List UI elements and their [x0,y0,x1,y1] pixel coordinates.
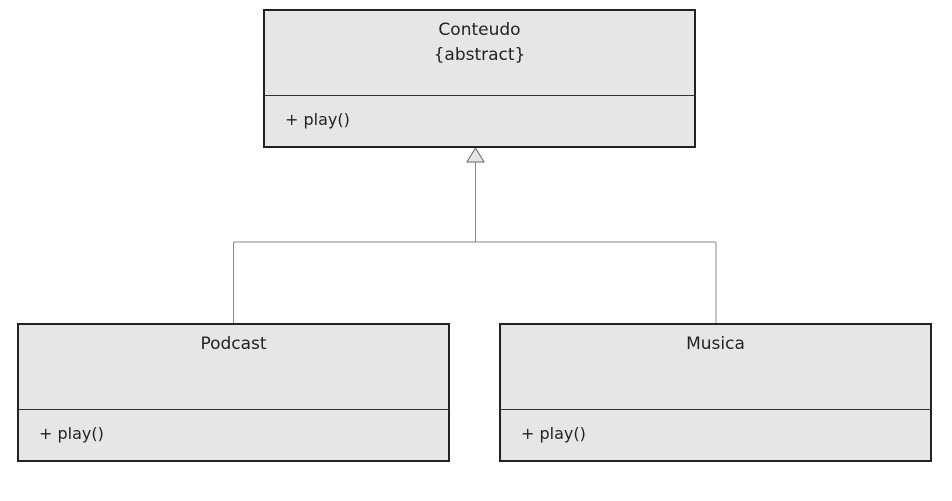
class-musica-name: Musica [686,334,745,354]
class-musica[interactable]: Musica + play() [499,323,932,462]
class-podcast-header: Podcast [19,325,448,357]
generalization-arrowhead [466,147,485,163]
class-podcast-method-play: + play() [39,424,104,443]
class-musica-method-play: + play() [521,424,586,443]
class-podcast[interactable]: Podcast + play() [17,323,450,462]
class-podcast-methods: + play() [19,410,448,460]
class-podcast-divider [17,409,450,410]
class-conteudo-method-play: + play() [285,110,350,129]
class-musica-header: Musica [501,325,930,357]
class-podcast-name: Podcast [200,334,267,354]
class-conteudo-stereotype: {abstract} [433,45,526,65]
class-conteudo-divider [263,95,696,96]
class-conteudo[interactable]: Conteudo {abstract} + play() [263,9,696,148]
class-conteudo-name: Conteudo [438,20,521,40]
class-musica-methods: + play() [501,410,930,460]
class-musica-divider [499,409,932,410]
class-conteudo-methods: + play() [265,96,694,146]
class-conteudo-header: Conteudo {abstract} [265,11,694,68]
